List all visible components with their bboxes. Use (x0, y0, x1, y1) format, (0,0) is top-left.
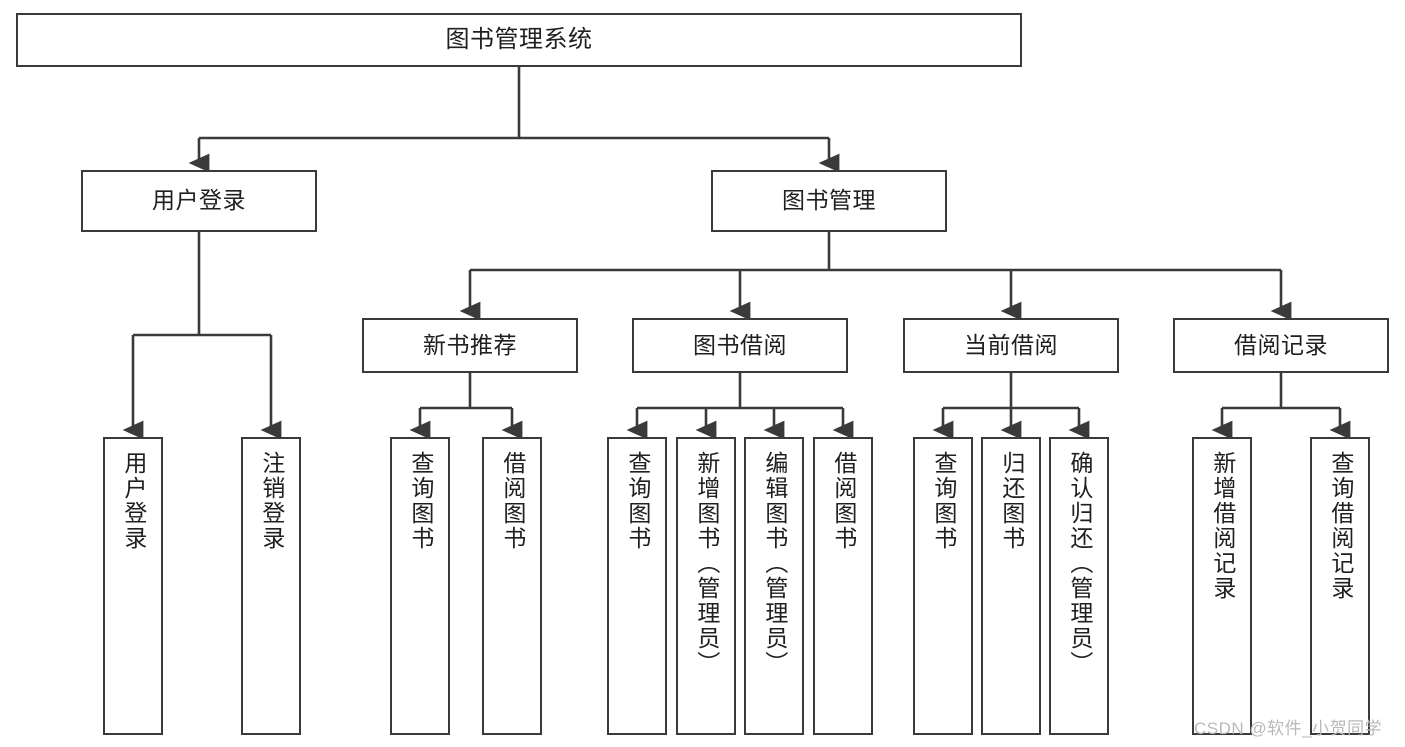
node-leaf-add-borrow-record[interactable]: 新增借阅记录 (1192, 437, 1252, 735)
node-leaf-return-book-label: 归还图书 (998, 451, 1025, 551)
node-leaf-add-borrow-record-label: 新增借阅记录 (1209, 451, 1236, 601)
node-leaf-borrow-book-label: 借阅图书 (830, 451, 857, 551)
node-leaf-query-book-borrow[interactable]: 查询图书 (607, 437, 667, 735)
csdn-watermark: CSDN @软件_小贺同学 (1194, 719, 1383, 738)
node-leaf-add-book-admin-label: 新增图书（管理员） (693, 451, 720, 676)
node-leaf-borrow-book[interactable]: 借阅图书 (813, 437, 873, 735)
node-current-borrow[interactable]: 当前借阅 (903, 318, 1119, 373)
node-book-management[interactable]: 图书管理 (711, 170, 947, 232)
node-book-management-label: 图书管理 (782, 187, 876, 214)
node-leaf-user-login-label: 用户登录 (120, 451, 147, 551)
node-leaf-query-book-current-label: 查询图书 (930, 451, 957, 551)
node-leaf-borrow-book-recommend[interactable]: 借阅图书 (482, 437, 542, 735)
node-leaf-query-book-borrow-label: 查询图书 (624, 451, 651, 551)
node-leaf-query-book-recommend[interactable]: 查询图书 (390, 437, 450, 735)
node-leaf-confirm-return-admin[interactable]: 确认归还（管理员） (1049, 437, 1109, 735)
node-root-system[interactable]: 图书管理系统 (16, 13, 1022, 67)
node-book-borrow-label: 图书借阅 (693, 331, 787, 358)
node-current-borrow-label: 当前借阅 (964, 331, 1058, 358)
node-leaf-edit-book-admin-label: 编辑图书（管理员） (761, 451, 788, 676)
node-new-book-recommend-label: 新书推荐 (423, 331, 517, 358)
node-user-login[interactable]: 用户登录 (81, 170, 317, 232)
node-leaf-logout-label: 注销登录 (258, 451, 285, 551)
node-leaf-borrow-book-recommend-label: 借阅图书 (499, 451, 526, 551)
node-leaf-logout[interactable]: 注销登录 (241, 437, 301, 735)
node-borrow-record-label: 借阅记录 (1234, 331, 1328, 358)
node-leaf-query-book-recommend-label: 查询图书 (407, 451, 434, 551)
node-leaf-edit-book-admin[interactable]: 编辑图书（管理员） (744, 437, 804, 735)
node-new-book-recommend[interactable]: 新书推荐 (362, 318, 578, 373)
node-leaf-query-borrow-record[interactable]: 查询借阅记录 (1310, 437, 1370, 735)
node-leaf-query-borrow-record-label: 查询借阅记录 (1327, 451, 1354, 601)
node-leaf-user-login[interactable]: 用户登录 (103, 437, 163, 735)
node-leaf-confirm-return-admin-label: 确认归还（管理员） (1066, 451, 1093, 676)
node-borrow-record[interactable]: 借阅记录 (1173, 318, 1389, 373)
node-leaf-query-book-current[interactable]: 查询图书 (913, 437, 973, 735)
node-user-login-label: 用户登录 (152, 187, 246, 214)
node-leaf-add-book-admin[interactable]: 新增图书（管理员） (676, 437, 736, 735)
node-book-borrow[interactable]: 图书借阅 (632, 318, 848, 373)
node-root-system-label: 图书管理系统 (445, 25, 593, 53)
node-leaf-return-book[interactable]: 归还图书 (981, 437, 1041, 735)
